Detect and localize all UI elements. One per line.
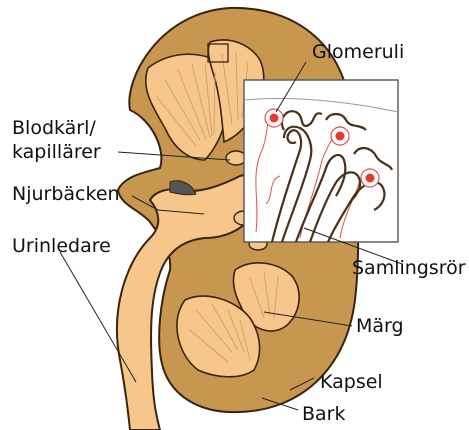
label-blodkarl-line1: Blodkärl/	[12, 117, 96, 139]
label-glomeruli: Glomeruli	[312, 41, 404, 63]
label-blodkarl-line2: kapillärer	[12, 141, 101, 163]
label-marg: Märg	[356, 315, 404, 337]
vessel-blob	[226, 151, 246, 165]
label-njurbacken: Njurbäcken	[12, 183, 120, 205]
label-bark: Bark	[302, 403, 346, 425]
zoom-inset	[244, 80, 398, 242]
label-urinledare: Urinledare	[12, 235, 111, 257]
label-kapsel: Kapsel	[320, 371, 383, 393]
label-samlingsror: Samlingsrör	[352, 257, 466, 279]
